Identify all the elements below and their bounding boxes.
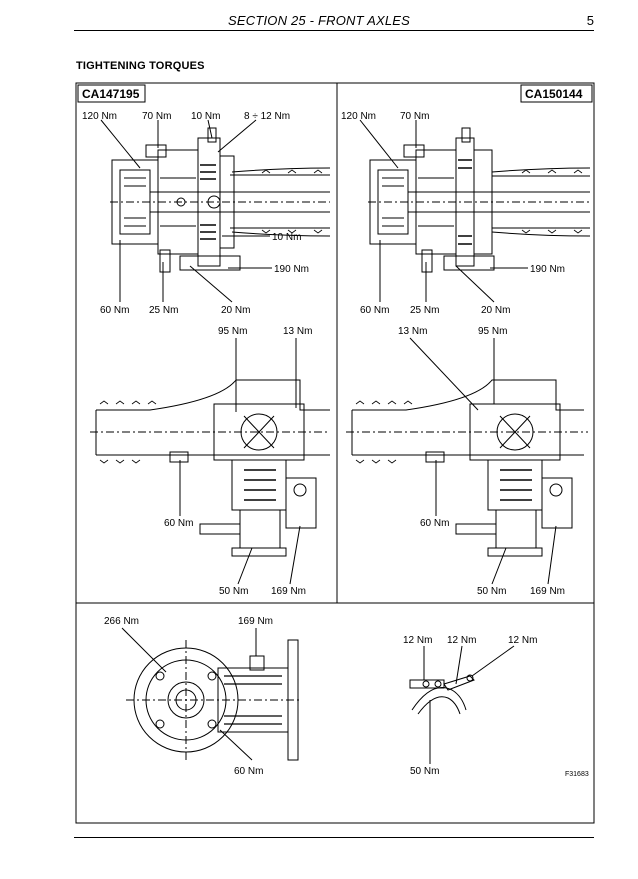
model-label-right: CA150144 xyxy=(525,87,583,101)
torque-label-mr-13: 13 Nm xyxy=(398,326,427,337)
header-rule xyxy=(74,30,594,31)
torque-label-tr-60: 60 Nm xyxy=(360,305,389,316)
torque-label-ml-95: 95 Nm xyxy=(218,326,247,337)
differential-drawing-right xyxy=(346,337,588,585)
page-subtitle: TIGHTENING TORQUES xyxy=(76,60,205,72)
torque-label-br-50: 50 Nm xyxy=(410,766,439,777)
torque-label-ml-60: 60 Nm xyxy=(164,518,193,529)
torque-label-mr-60: 60 Nm xyxy=(420,518,449,529)
section-title: SECTION 25 - FRONT AXLES xyxy=(227,13,411,28)
torque-label-tl-10a: 10 Nm xyxy=(191,111,220,122)
figure-reference: F31683 xyxy=(565,771,589,778)
model-box-right xyxy=(520,84,593,103)
torque-label-ml-13: 13 Nm xyxy=(283,326,312,337)
torque-label-mr-50: 50 Nm xyxy=(477,586,506,597)
side-view-drawing xyxy=(121,627,300,761)
torque-label-ml-169: 169 Nm xyxy=(271,586,306,597)
hub-drawing-left xyxy=(100,119,331,303)
footer-rule xyxy=(74,837,594,838)
torque-label-br-12b: 12 Nm xyxy=(447,635,476,646)
torque-label-bl-60: 60 Nm xyxy=(234,766,263,777)
torque-label-br-12c: 12 Nm xyxy=(508,635,537,646)
torque-label-br-12a: 12 Nm xyxy=(403,635,432,646)
torque-label-tl-10b: 10 Nm xyxy=(272,232,301,243)
torque-label-tl-60: 60 Nm xyxy=(100,305,129,316)
torque-label-tr-20: 20 Nm xyxy=(481,305,510,316)
model-label-left: CA147195 xyxy=(82,87,140,101)
torque-label-tr-25: 25 Nm xyxy=(410,305,439,316)
torque-label-tr-120: 120 Nm xyxy=(341,111,376,122)
torque-label-tl-25: 25 Nm xyxy=(149,305,178,316)
torque-label-tr-190: 190 Nm xyxy=(530,264,565,275)
torque-label-tr-70: 70 Nm xyxy=(400,111,429,122)
model-box-left xyxy=(77,84,146,103)
torque-label-tl-20: 20 Nm xyxy=(221,305,250,316)
hub-drawing-right xyxy=(359,119,591,303)
figure-frame xyxy=(75,82,595,824)
torque-label-bl-266: 266 Nm xyxy=(104,616,139,627)
torque-label-tl-70: 70 Nm xyxy=(142,111,171,122)
page-number: 5 xyxy=(586,13,594,28)
torque-label-mr-169: 169 Nm xyxy=(530,586,565,597)
torque-label-mr-95: 95 Nm xyxy=(478,326,507,337)
torque-label-bl-169: 169 Nm xyxy=(238,616,273,627)
torque-label-tl-8-12: 8 ÷ 12 Nm xyxy=(244,111,290,122)
torque-label-tl-190: 190 Nm xyxy=(274,264,309,275)
lock-mechanism-drawing xyxy=(409,645,515,764)
torque-label-tl-120: 120 Nm xyxy=(82,111,117,122)
differential-drawing-left xyxy=(90,338,330,585)
torque-label-ml-50: 50 Nm xyxy=(219,586,248,597)
